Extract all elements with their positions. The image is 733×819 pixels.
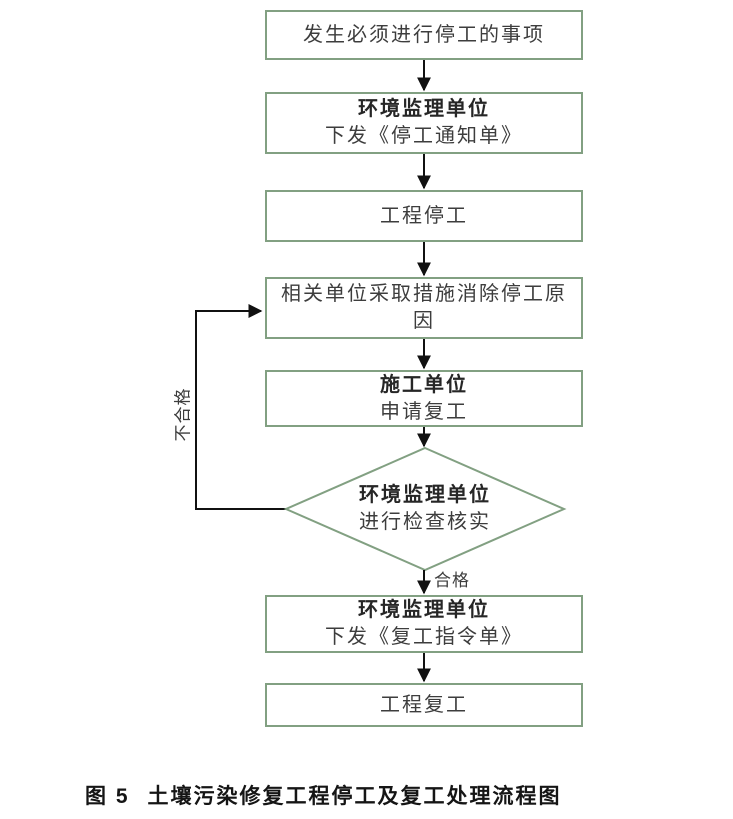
flow-node-text: 发生必须进行停工的事项: [303, 23, 545, 46]
flow-node-title: 环境监理单位: [359, 484, 491, 506]
flow-node-resume-order: 环境监理单位 下发《复工指令单》: [265, 595, 583, 653]
flow-node-apply-resume: 施工单位 申请复工: [265, 370, 583, 427]
edge-fail-loop: [195, 304, 287, 510]
flow-node-stop-event: 发生必须进行停工的事项: [265, 10, 583, 60]
edge-label-pass: 合格: [434, 571, 470, 590]
flow-node-take-measures: 相关单位采取措施消除停工原因: [265, 277, 583, 339]
flow-node-text: 相关单位采取措施消除停工原因: [281, 283, 567, 332]
flow-node-text: 工程停工: [380, 204, 468, 227]
flow-node-text: 下发《复工指令单》: [325, 626, 523, 648]
edge-label-fail: 不合格: [173, 387, 193, 442]
figure-caption-number: 图 5: [85, 785, 130, 808]
flow-node-text: 工程复工: [380, 693, 468, 716]
flow-node-text: 申请复工: [380, 400, 468, 423]
flow-node-stop-notice: 环境监理单位 下发《停工通知单》: [265, 92, 583, 154]
figure-caption: 图 5 土壤污染修复工程停工及复工处理流程图: [85, 780, 562, 810]
flow-node-work-resumed: 工程复工: [265, 683, 583, 727]
flow-node-title: 施工单位: [380, 373, 468, 396]
flow-node-work-stopped: 工程停工: [265, 190, 583, 242]
flow-node-title: 环境监理单位: [358, 599, 490, 621]
flow-node-title: 环境监理单位: [358, 98, 490, 120]
flow-node-text: 下发《停工通知单》: [325, 125, 523, 147]
flow-node-text: 进行检查核实: [359, 511, 491, 533]
figure-caption-title: 土壤污染修复工程停工及复工处理流程图: [147, 785, 562, 808]
flow-node-check-verify: 环境监理单位 进行检查核实: [315, 474, 535, 544]
